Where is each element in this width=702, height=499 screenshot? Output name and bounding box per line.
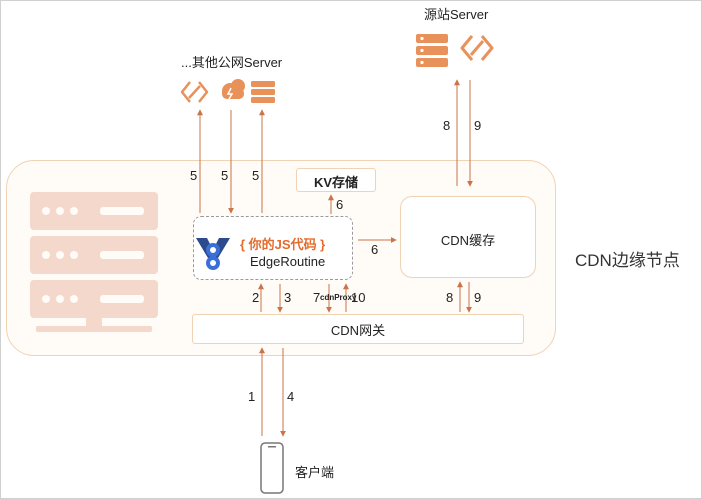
step-6-label: 6 — [336, 197, 344, 212]
step-9-label: 9 — [474, 290, 482, 305]
edgeroutine-label: EdgeRoutine — [250, 254, 326, 269]
step-2-label: 2 — [252, 290, 260, 305]
step-5-label: 5 — [252, 168, 260, 183]
cdnproxy-label: cdnProxy — [320, 293, 357, 302]
step-3-label: 3 — [284, 290, 292, 305]
cdn-gateway-label: CDN网关 — [330, 323, 386, 338]
step-1-label: 1 — [248, 389, 256, 404]
step-4-label: 4 — [287, 389, 295, 404]
client-label: 客户端 — [295, 465, 335, 480]
step-5-label: 5 — [221, 168, 229, 183]
kv-storage-box — [296, 168, 376, 192]
step-6-label: 6 — [371, 242, 379, 257]
cdn-cache-label: CDN缓存 — [440, 233, 496, 248]
cdn-edge-node-label: CDN边缘节点 — [575, 251, 680, 270]
cdn-cache-box — [400, 196, 536, 278]
js-code-label: { 你的JS代码 } — [240, 237, 326, 252]
step-10-label: 10 — [351, 290, 366, 305]
step-7-label: 7 — [313, 290, 321, 305]
step-8-label: 8 — [443, 118, 451, 133]
step-9-label: 9 — [474, 118, 482, 133]
step-8-label: 8 — [446, 290, 454, 305]
origin-server-label: 源站Server — [424, 7, 489, 22]
other-servers-label: ...其他公网Server — [181, 55, 283, 70]
step-5-label: 5 — [190, 168, 198, 183]
kv-storage-label: KV存储 — [313, 175, 359, 190]
cdn-gateway-box — [192, 314, 524, 344]
